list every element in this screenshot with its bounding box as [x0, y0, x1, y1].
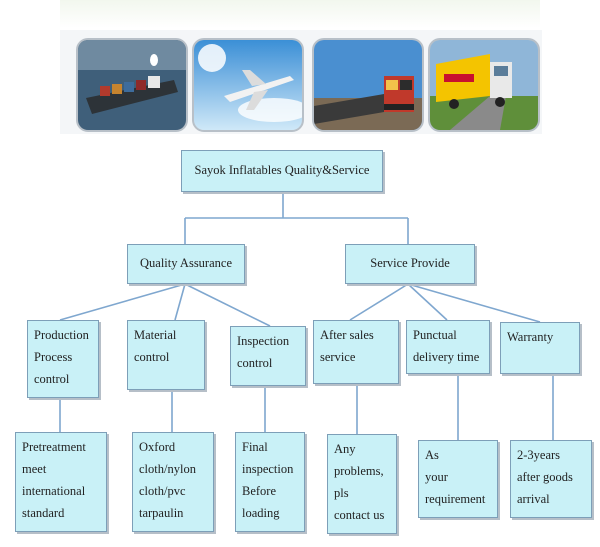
detail-warranty: 2-3years after goods arrival [510, 440, 592, 518]
node-after-sales-service: After sales service [313, 320, 399, 384]
node-material-control: Material control [127, 320, 205, 390]
branch-service-provide: Service Provide [345, 244, 475, 284]
detail-after-sales-service: Any problems, pls contact us [327, 434, 397, 534]
truck-icon [428, 38, 540, 132]
node-punctual-delivery-time: Punctual delivery time [406, 320, 490, 374]
header-strip [60, 0, 540, 28]
detail-material-control: Oxford cloth/nylon cloth/pvc tarpaulin [132, 432, 214, 532]
detail-punctual-delivery-time: As your requirement [418, 440, 498, 518]
node-warranty: Warranty [500, 322, 580, 374]
detail-production-process-control: Pretreatment meet international standard [15, 432, 107, 532]
airplane-icon [192, 38, 304, 132]
root-node: Sayok Inflatables Quality&Service [181, 150, 383, 192]
detail-inspection-control: Final inspection Before loading [235, 432, 305, 532]
cargo-ship-icon [76, 38, 188, 132]
freight-train-icon [312, 38, 424, 132]
node-inspection-control: Inspection control [230, 326, 306, 386]
node-production-process-control: Production Process control [27, 320, 99, 398]
branch-quality-assurance: Quality Assurance [127, 244, 245, 284]
